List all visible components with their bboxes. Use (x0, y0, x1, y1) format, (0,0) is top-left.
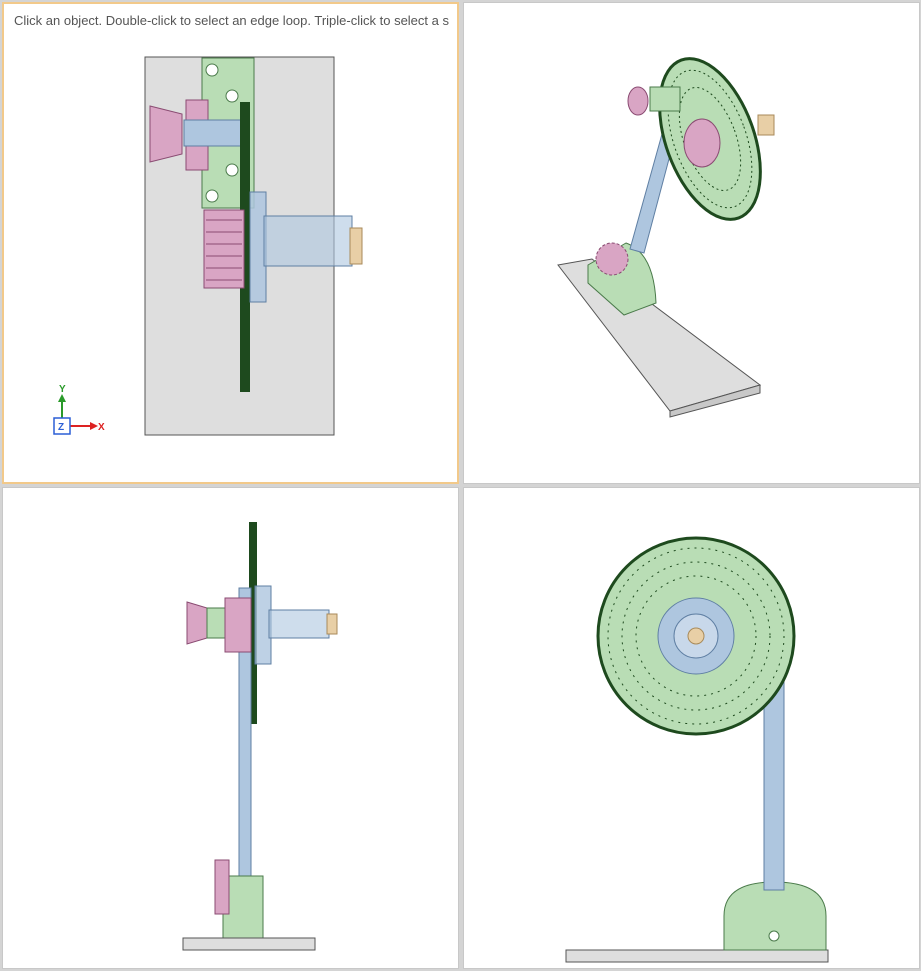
hand-knob[interactable] (627, 86, 649, 116)
iso-view-canvas[interactable] (464, 3, 920, 484)
spindle-housing[interactable] (263, 215, 353, 267)
triad-x-label: X (98, 422, 105, 433)
large-gear[interactable] (683, 118, 721, 168)
bolt-hole (225, 163, 239, 177)
spindle-tip[interactable] (687, 627, 705, 645)
disc-hole-ring (678, 86, 742, 192)
support-bracket[interactable] (222, 875, 264, 939)
spindle-tip[interactable] (326, 613, 338, 635)
viewport-front[interactable] (2, 487, 459, 969)
drive-shaft[interactable] (183, 119, 245, 147)
viewport-top[interactable]: Click an object. Double-click to select … (2, 2, 459, 484)
base-plate[interactable] (565, 949, 829, 963)
bolt-hole (768, 930, 780, 942)
base-plate[interactable] (182, 937, 316, 951)
hand-knob[interactable] (149, 105, 183, 163)
top-view-canvas[interactable]: Y Z X (4, 4, 459, 484)
spindle-tip[interactable] (349, 227, 363, 265)
large-gear[interactable] (224, 597, 252, 653)
viewport-isometric[interactable] (463, 2, 920, 484)
selection-hint: Click an object. Double-click to select … (14, 13, 449, 28)
large-gear[interactable] (203, 209, 245, 289)
viewport-right[interactable] (463, 487, 920, 969)
front-view-canvas[interactable] (3, 488, 459, 969)
disc-hole-ring (607, 547, 785, 725)
index-disc[interactable] (249, 522, 257, 724)
disc-hole-ring (635, 575, 757, 697)
hand-knob[interactable] (186, 601, 208, 645)
spindle-housing[interactable] (268, 609, 330, 639)
base-plate-edge (669, 384, 761, 418)
index-disc[interactable] (240, 102, 250, 392)
support-arm[interactable] (763, 677, 785, 891)
disc-hole-ring (621, 561, 771, 711)
triad-z-label: Z (58, 422, 64, 433)
small-gear[interactable] (595, 242, 629, 276)
spindle-tip[interactable] (757, 114, 775, 136)
small-gear[interactable] (214, 859, 230, 915)
right-view-canvas[interactable] (464, 488, 920, 969)
triad-y-label: Y (59, 384, 66, 395)
bolt-hole (205, 63, 219, 77)
bolt-hole (205, 189, 219, 203)
axis-triad: Y Z X (53, 384, 105, 435)
bolt-hole (225, 89, 239, 103)
knob-mount[interactable] (649, 86, 681, 112)
